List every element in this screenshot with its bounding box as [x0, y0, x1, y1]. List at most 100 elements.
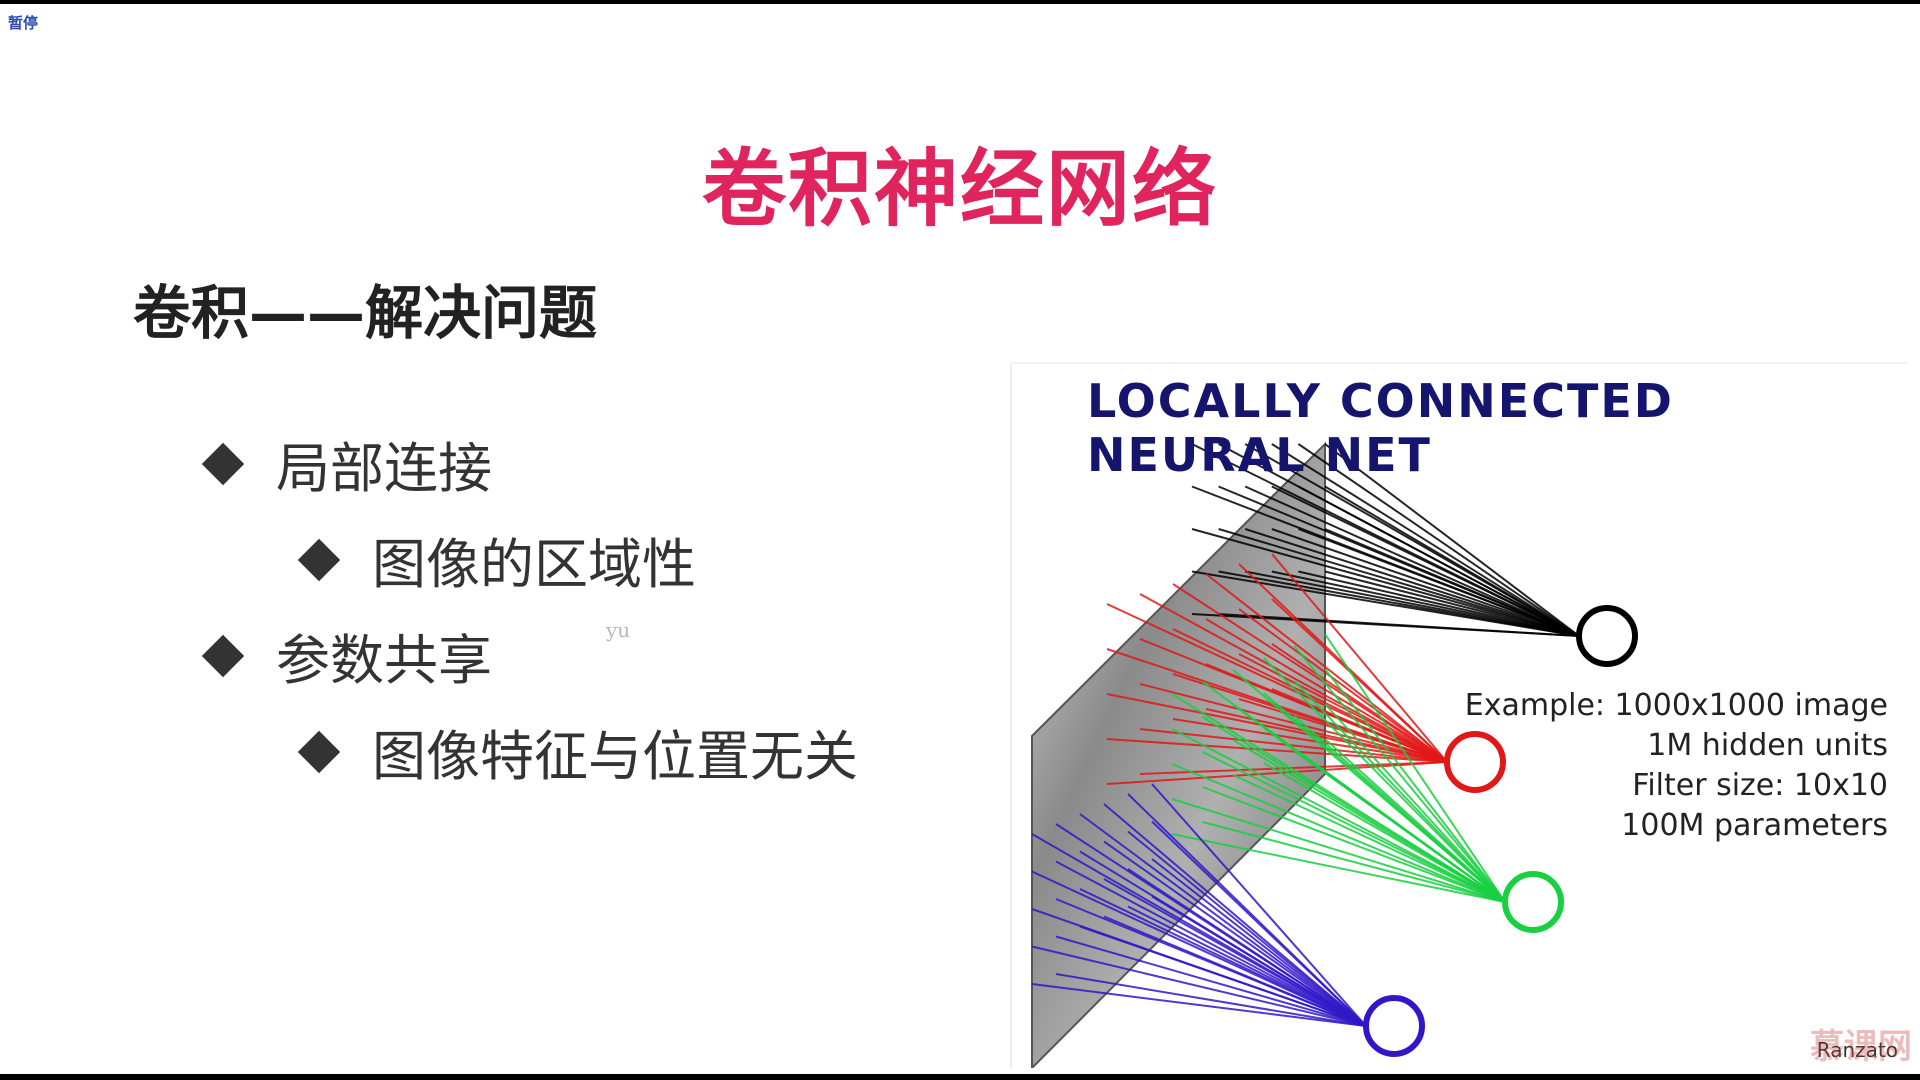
- connection-line: [1324, 528, 1580, 637]
- pause-badge[interactable]: 暂停: [8, 14, 39, 32]
- connection-line: [1151, 895, 1367, 1027]
- connection-line: [1324, 443, 1580, 637]
- diamond-bullet-icon: [297, 730, 341, 773]
- connection-line: [1055, 860, 1367, 1027]
- connection-line: [1103, 803, 1367, 1027]
- connection-line: [1127, 830, 1367, 1027]
- network-diagram: [1031, 441, 1638, 1068]
- connection-line: [1205, 618, 1448, 763]
- connection-line: [1139, 728, 1448, 763]
- bullet-text: 图像特征与位置无关: [372, 725, 858, 788]
- connection-line: [1263, 657, 1506, 903]
- connection-line: [1271, 443, 1580, 637]
- diamond-bullet-icon: [297, 538, 341, 581]
- connection-line: [1055, 935, 1367, 1027]
- connection-line: [1238, 608, 1448, 763]
- connection-line: [1031, 983, 1367, 1027]
- connection-line: [1271, 598, 1448, 763]
- hidden-unit-blue: [1363, 995, 1425, 1057]
- slide-subtitle: 卷积——解决问题: [133, 279, 598, 347]
- connection-line: [1103, 878, 1367, 1027]
- connection-line: [1324, 668, 1506, 903]
- connection-line: [1324, 703, 1506, 903]
- example-line: 100M parameters: [1621, 808, 1888, 843]
- connection-line: [1171, 763, 1506, 903]
- handwritten-annotation: yu: [606, 618, 631, 642]
- bullet-local-connection: 局部连接: [201, 424, 492, 503]
- bullet-text: 参数共享: [276, 629, 492, 692]
- locally-connected-figure: LOCALLY CONNECTED NEURAL NET Example: 10…: [1010, 362, 1908, 1068]
- connection-line: [1106, 603, 1448, 763]
- connection-line: [1106, 761, 1448, 785]
- connection-line: [1055, 973, 1367, 1027]
- connection-line: [1171, 798, 1506, 903]
- connection-line: [1244, 528, 1580, 637]
- connection-line: [1271, 485, 1580, 637]
- example-text: Example: 1000x1000 image 1M hidden units…: [1465, 686, 1888, 846]
- bullet-image-regionality: 图像的区域性: [297, 520, 696, 599]
- hidden-unit-black: [1576, 605, 1638, 667]
- connection-line: [1238, 653, 1448, 763]
- connection-line: [1297, 485, 1580, 637]
- slide-title: 卷积神经网络: [701, 140, 1218, 238]
- connection-line: [1106, 738, 1448, 763]
- connection-line: [1293, 680, 1506, 903]
- connection-line: [1171, 728, 1506, 903]
- connection-line: [1031, 945, 1367, 1027]
- connection-line: [1127, 905, 1367, 1027]
- connection-line: [1103, 915, 1367, 1027]
- connection-line: [1297, 443, 1580, 637]
- connection-line: [1271, 528, 1580, 637]
- connection-line: [1172, 628, 1448, 763]
- connection-line: [1205, 708, 1448, 763]
- connection-line: [1293, 645, 1506, 903]
- example-line: Example: 1000x1000 image: [1464, 688, 1888, 723]
- connection-lines: [1031, 443, 1580, 1027]
- connection-line: [1191, 528, 1580, 637]
- connection-line: [1127, 868, 1367, 1027]
- connection-line: [1139, 593, 1448, 763]
- connection-line: [1139, 683, 1448, 763]
- connection-line: [1324, 485, 1580, 637]
- connection-line: [1324, 738, 1506, 903]
- connection-line: [1218, 528, 1580, 637]
- diamond-bullet-icon: [201, 442, 245, 485]
- hidden-unit-green: [1502, 871, 1564, 933]
- connection-line: [1106, 693, 1448, 763]
- connection-line: [1171, 833, 1506, 903]
- connection-line: [1293, 750, 1506, 903]
- bullet-parameter-sharing: 参数共享: [201, 616, 492, 695]
- figure-title: LOCALLY CONNECTED NEURAL NET: [1087, 374, 1674, 482]
- connection-line: [1238, 698, 1448, 763]
- slide: 暂停 卷积神经网络 卷积——解决问题 局部连接 图像的区域性 参数共享 图像特征…: [0, 4, 1920, 1074]
- connection-line: [1151, 858, 1367, 1027]
- bullet-text: 图像的区域性: [372, 533, 696, 596]
- connection-line: [1218, 613, 1580, 637]
- bullet-position-invariance: 图像特征与位置无关: [297, 712, 858, 791]
- bullet-text: 局部连接: [276, 437, 492, 500]
- connection-line: [1079, 813, 1367, 1027]
- connection-line: [1151, 783, 1367, 1027]
- figure-credit: Ranzato: [1816, 1038, 1898, 1062]
- site-watermark: 慕课网: [1810, 1027, 1912, 1067]
- diamond-bullet-icon: [201, 634, 245, 677]
- connection-line: [1103, 840, 1367, 1027]
- connection-line: [1324, 570, 1580, 637]
- connection-line: [1271, 553, 1448, 763]
- connection-line: [1205, 573, 1448, 763]
- example-line: 1M hidden units: [1647, 728, 1888, 763]
- connection-line: [1298, 570, 1580, 637]
- connection-line: [1263, 762, 1506, 903]
- connection-line: [1202, 821, 1506, 903]
- hidden-unit-red: [1444, 731, 1506, 793]
- connection-line: [1232, 774, 1506, 903]
- connection-line: [1244, 485, 1580, 637]
- example-line: Filter size: 10x10: [1632, 768, 1888, 803]
- connection-line: [1202, 786, 1506, 903]
- connection-line: [1324, 633, 1506, 903]
- connection-line: [1298, 528, 1580, 637]
- connection-line: [1151, 820, 1367, 1027]
- connection-line: [1202, 751, 1506, 903]
- connection-line: [1271, 643, 1448, 763]
- connection-line: [1079, 925, 1367, 1027]
